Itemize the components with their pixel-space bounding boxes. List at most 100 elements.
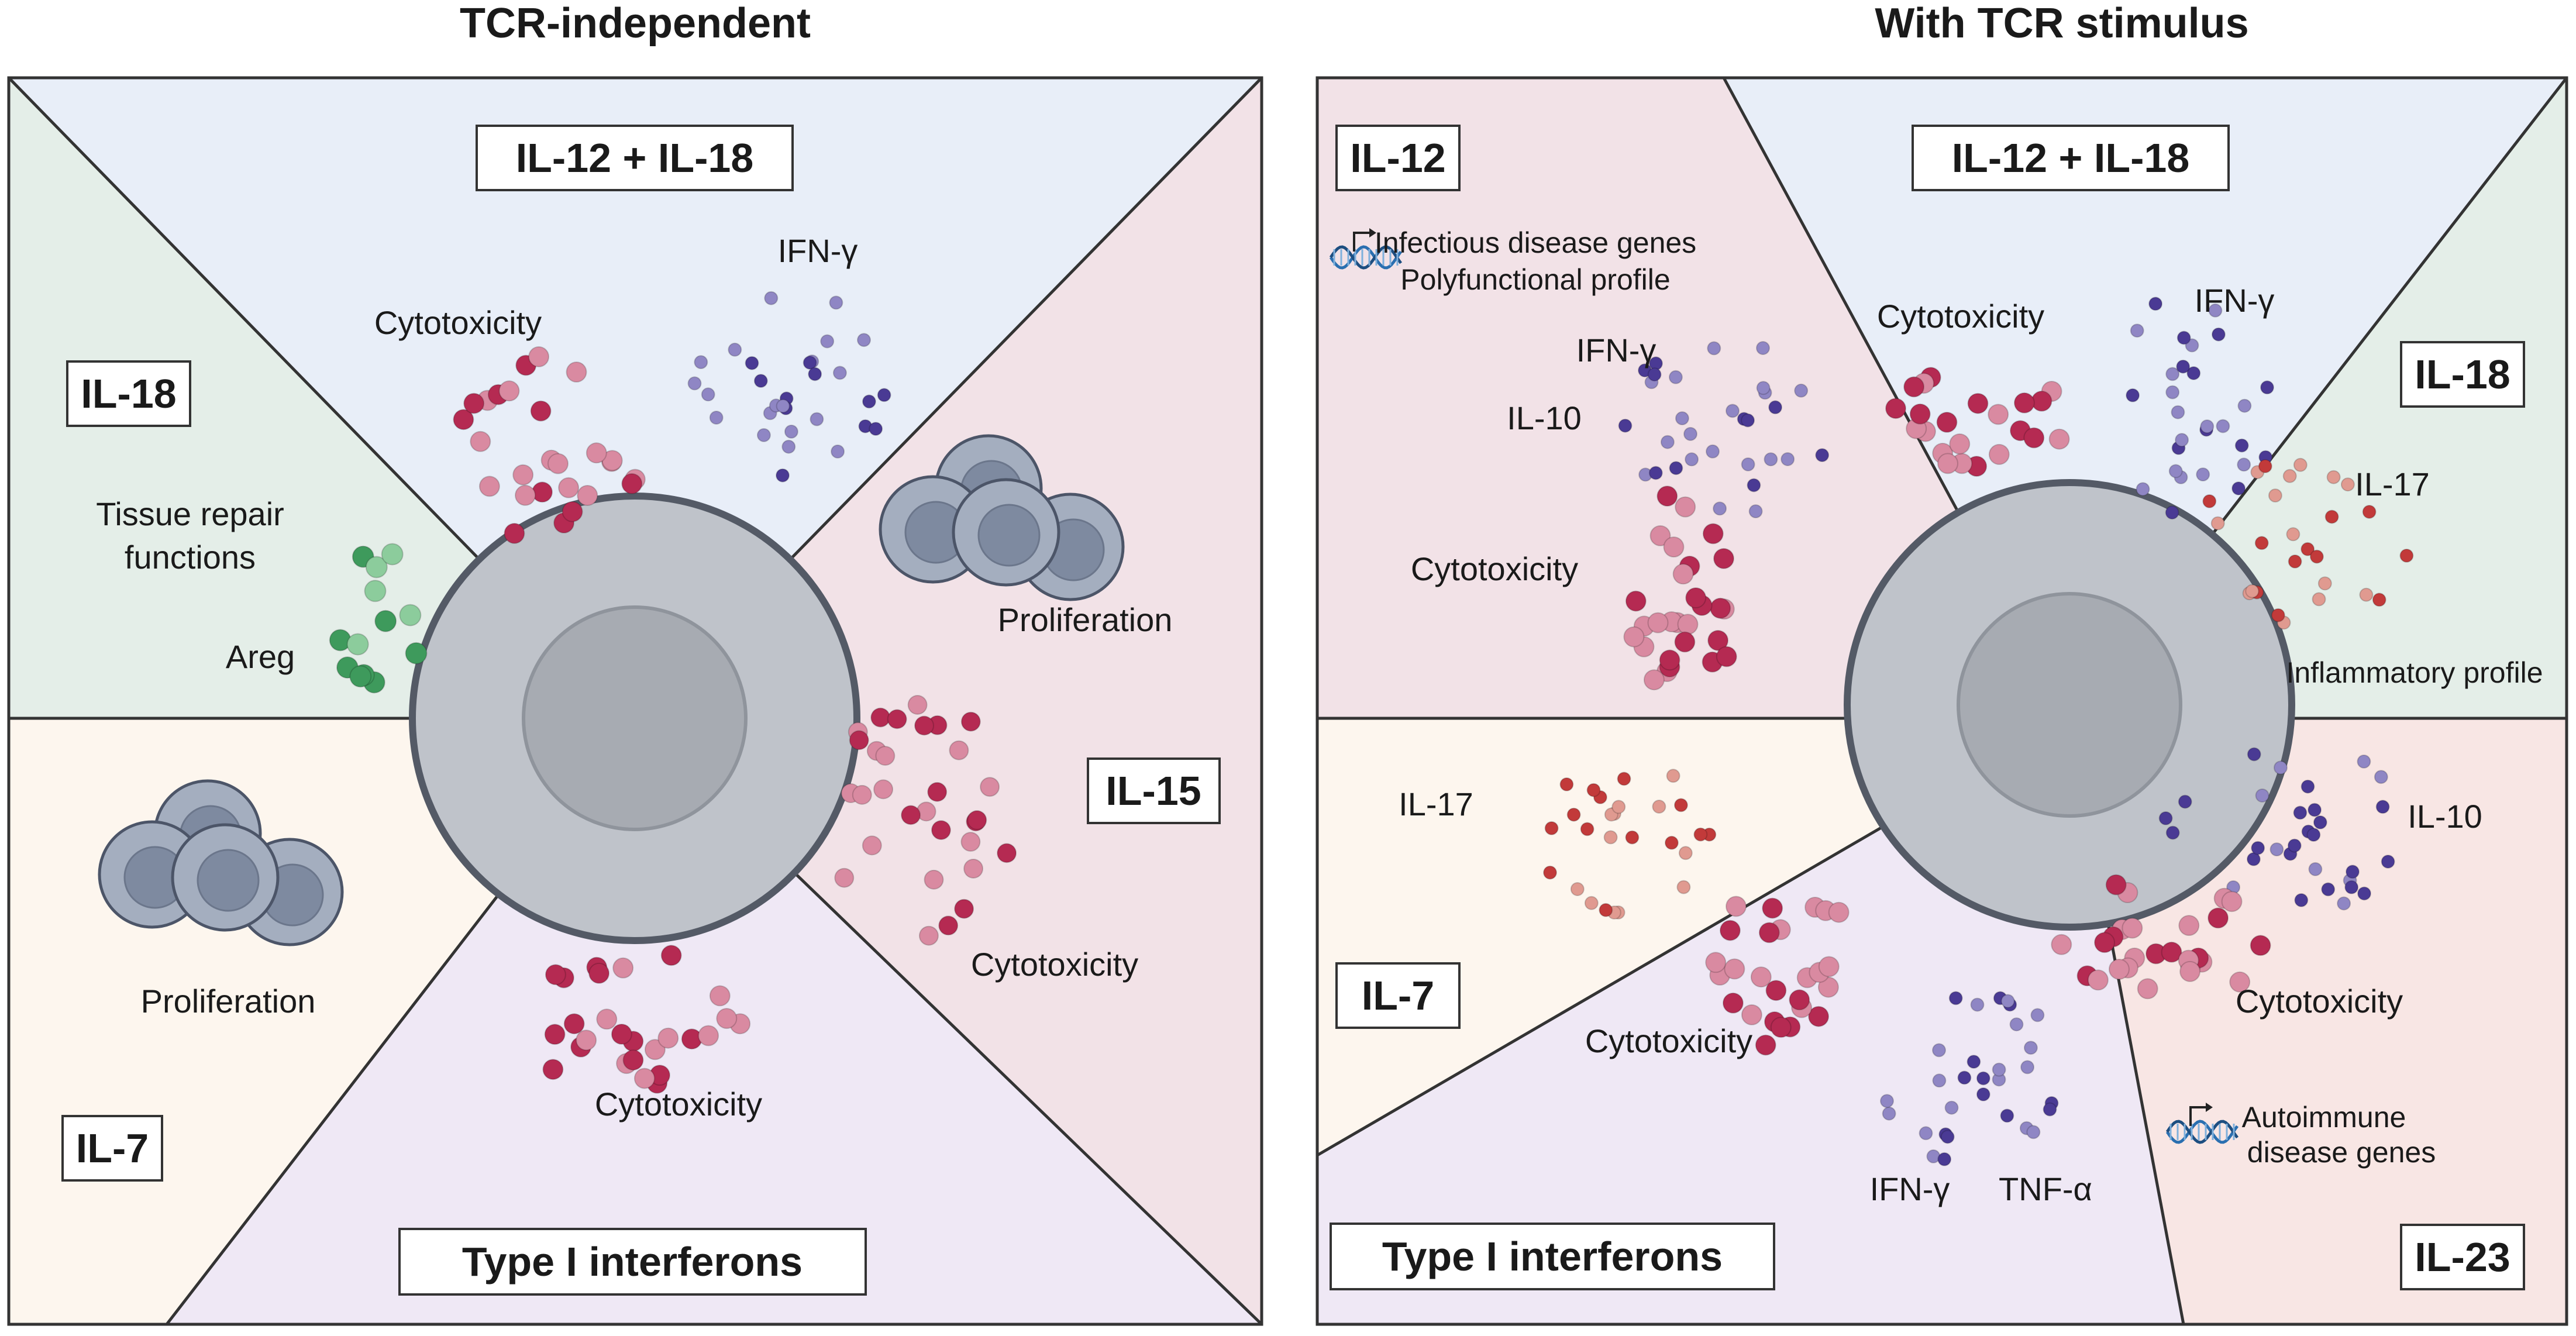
right-il10-right-dot: [2158, 811, 2173, 825]
right-cytotoxicity-bottom-dot: [1750, 966, 1772, 988]
left-areg-dot: [346, 633, 369, 656]
left-box-il12-il18: [476, 125, 794, 191]
right-il17-right-dots: [2202, 457, 2414, 630]
right-cytotoxicity-br-dot: [2094, 932, 2115, 953]
right-ifn-tnf-bottom-dot: [2043, 1102, 2057, 1117]
right-ifn-gamma-il10-left-dot: [1618, 418, 1633, 433]
left-cytotoxicity-top-dot: [621, 473, 643, 494]
right-ifn-gamma-il10-left-dot: [1768, 400, 1783, 415]
right-ifn-tnf-bottom-dot: [1992, 1062, 2006, 1077]
right-ifn-gamma-il10-left-dot: [1741, 413, 1755, 428]
left-areg-dot: [349, 665, 372, 688]
left-cytotoxicity-bottom-dot: [660, 945, 682, 966]
left-cytotoxicity-right-dot: [927, 781, 948, 802]
right-ifn-gamma-il10-left-dots: [1618, 341, 1830, 519]
right-ifn-gamma-top-dot: [2216, 419, 2230, 433]
left-label-proliferation-left: Proliferation: [141, 983, 316, 1020]
right-label-il10-left: IL-10: [1507, 400, 1582, 436]
left-cytotoxicity-bottom-dot: [709, 985, 731, 1007]
right-box-il7: [1335, 962, 1461, 1029]
right-label-cytotoxicity-bottom: Cytotoxicity: [1585, 1022, 1752, 1059]
right-label-autoimmune-1: Autoimmune: [2242, 1101, 2406, 1134]
left-ifn-gamma-dot: [820, 334, 835, 349]
right-cytotoxicity-left-dot: [1716, 646, 1737, 667]
right-box-type1-ifn-label: Type I interferons: [1382, 1234, 1723, 1279]
left-ifn-gamma-dot: [764, 291, 779, 305]
left-cytotoxicity-top-dot: [512, 464, 534, 485]
right-ifn-gamma-top-dot: [2208, 303, 2223, 318]
left-ifn-gamma-dot: [781, 439, 796, 454]
left-cytotoxicity-bottom-dot: [612, 957, 634, 979]
left-cytotoxicity-right-dot: [852, 784, 872, 805]
left-cytotoxicity-bottom-dot: [563, 1013, 585, 1035]
right-cytotoxicity-br-dot: [2122, 917, 2143, 939]
left-cytotoxicity-top-dot: [530, 400, 552, 422]
right-il10-right-dot: [2251, 841, 2265, 855]
left-box-type1-ifn: [398, 1228, 867, 1296]
right-dna-icon-autoimmune: [2165, 1103, 2239, 1144]
right-label-cytotoxicity-left: Cytotoxicity: [1411, 550, 1578, 587]
right-box-il23: [2400, 1224, 2525, 1290]
right-cytotoxicity-br-dot: [2051, 934, 2072, 955]
right-il10-right-dot: [2247, 747, 2261, 762]
right-cytotoxicity-top-dots: [1885, 367, 2070, 477]
right-il17-left-dot: [1543, 865, 1557, 880]
right-cytotoxicity-top-dot: [1988, 443, 2010, 465]
right-il10-right-dot: [2337, 896, 2351, 911]
right-il10-right-dot: [2374, 770, 2388, 784]
right-il17-left-dot: [1566, 807, 1581, 822]
right-cytotoxicity-left-dot: [1672, 563, 1694, 585]
right-cytotoxicity-top-dot: [1903, 376, 1925, 398]
right-cytotoxicity-top-dot: [2048, 428, 2070, 450]
right-cytotoxicity-bottom-dots: [1705, 896, 1850, 1056]
left-cytotoxicity-bottom-dot: [633, 1068, 655, 1089]
right-cytotoxicity-top-dot: [1936, 411, 1958, 433]
left-cytotoxicity-top-dot: [562, 501, 583, 522]
right-ifn-gamma-il10-left-dot: [1756, 381, 1771, 395]
right-il10-right-dot: [2308, 862, 2323, 876]
left-ifn-gamma-dot: [784, 424, 798, 439]
left-label-tissue-repair-2: functions: [125, 539, 256, 576]
right-cytotoxicity-left-dot: [1702, 523, 1724, 545]
left-box-il7: [61, 1115, 163, 1182]
right-label-tnf-alpha: TNF-α: [1999, 1170, 2092, 1207]
left-box-il7-label: IL-7: [76, 1125, 149, 1171]
right-il17-left-dot: [1673, 798, 1688, 812]
left-cytotoxicity-top-dot: [547, 453, 569, 474]
left-cytotoxicity-top-dot: [470, 431, 491, 452]
left-cytotoxicity-right-dot: [980, 777, 1000, 797]
right-cytotoxicity-bottom-dot: [1758, 922, 1780, 944]
right-cytotoxicity-bottom-dot: [1818, 956, 1840, 977]
right-ifn-gamma-il10-left-dot: [1781, 452, 1795, 466]
right-cytotoxicity-bottom-dot: [1722, 992, 1744, 1014]
right-cytotoxicity-br-dot: [2221, 891, 2243, 913]
right-il17-right-dot: [2210, 516, 2225, 531]
left-ifn-gamma-dot: [753, 374, 768, 388]
right-ifn-tnf-bottom-dot: [2009, 1017, 2024, 1032]
left-ifn-gamma-dot: [831, 444, 845, 459]
left-ifn-gamma-dot: [803, 356, 817, 370]
right-cytotoxicity-bottom-dot: [1719, 920, 1741, 941]
right-cytotoxicity-left-dot: [1713, 548, 1734, 569]
left-ifn-gamma-dot: [832, 366, 847, 380]
left-ifn-gamma-dot: [862, 394, 876, 409]
left-cytotoxicity-right-dot: [931, 820, 951, 841]
right-ifn-gamma-top-dots: [2126, 297, 2274, 520]
left-cytotoxicity-right-dot: [907, 695, 928, 715]
left-box-il15: [1087, 757, 1221, 824]
right-ifn-gamma-top-dot: [2165, 367, 2180, 381]
right-cytotoxicity-br-dots: [2051, 874, 2271, 1000]
left-ifn-gamma-dot: [808, 367, 822, 381]
left-cytotoxicity-top-dot: [558, 477, 580, 498]
left-ifn-gamma-dot: [877, 388, 891, 402]
left-proliferation-cells-left: [98, 779, 344, 946]
left-cytotoxicity-top-dot: [478, 476, 500, 497]
left-cytotoxicity-right-dot: [901, 805, 921, 825]
right-il17-right-dot: [2324, 509, 2339, 524]
right-ifn-gamma-top-dot: [2130, 323, 2144, 338]
right-ifn-tnf-bottom-dot: [1976, 1071, 1990, 1086]
left-cell-nucleus: [522, 605, 748, 831]
left-cytotoxicity-top-dot: [463, 392, 485, 414]
right-il17-left-dot: [1603, 830, 1618, 845]
right-ifn-tnf-bottom-dot: [1970, 997, 1985, 1012]
